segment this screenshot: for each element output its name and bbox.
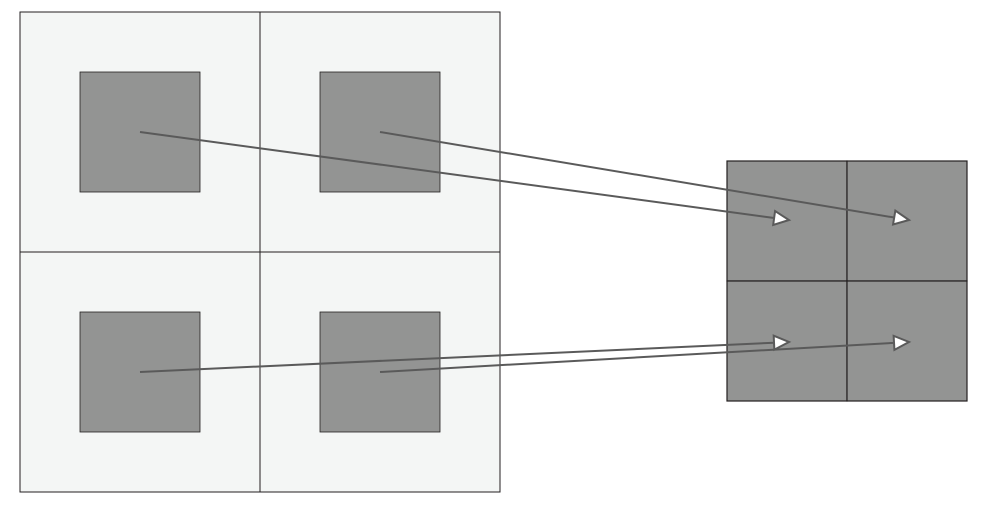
arrowhead-icon	[892, 334, 912, 352]
source-grid	[19, 11, 501, 493]
arrowhead-icon	[772, 334, 792, 352]
arrowhead-icon	[771, 209, 792, 227]
mapping-arrow-line	[139, 131, 775, 219]
mapping-arrow-line	[139, 341, 775, 373]
mapping-arrow-line	[379, 341, 895, 373]
arrowhead-icon	[891, 208, 912, 226]
target-grid	[726, 160, 968, 402]
mapping-arrows	[139, 131, 912, 373]
mapping-arrow-line	[379, 131, 895, 219]
